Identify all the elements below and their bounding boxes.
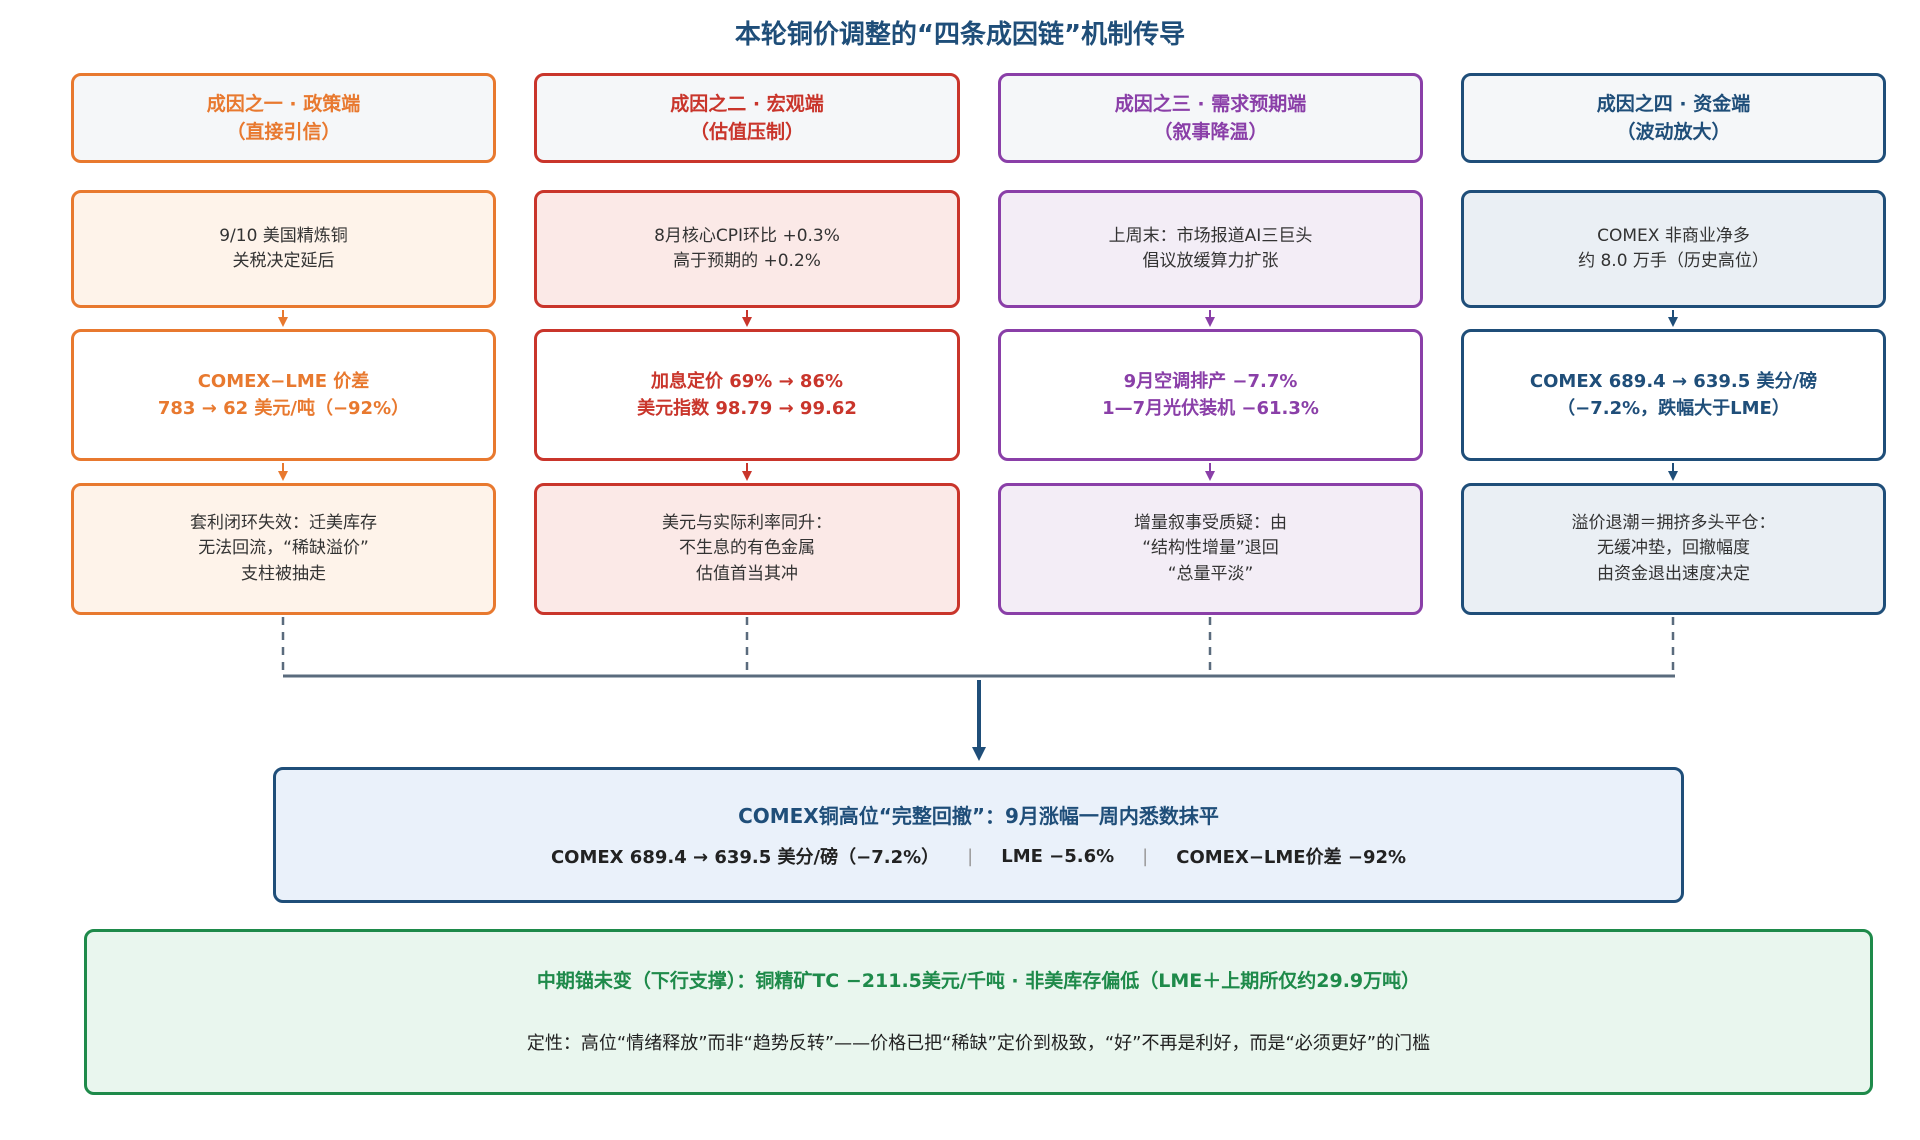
anchor-box: 中期锚未变（下行支撑）：铜精矿TC −211.5美元/千吨 · 非美库存偏低（L… xyxy=(84,929,1873,1095)
cause-event-policy: 9/10 美国精炼铜 关税决定延后 xyxy=(71,190,496,308)
cause-effect-demand-line2: “结构性增量”退回 xyxy=(1142,538,1279,559)
cause-effect-macro: 美元与实际利率同升： 不生息的有色金属 估值首当其冲 xyxy=(534,483,960,615)
cause-effect-macro-line3: 估值首当其冲 xyxy=(696,563,798,584)
cause-metric-funds: COMEX 689.4 → 639.5 美分/磅 （−7.2%，跌幅大于LME） xyxy=(1461,329,1886,461)
cause-event-policy-line2: 关税决定延后 xyxy=(232,251,335,271)
cause-header-policy-line2: （直接引信） xyxy=(226,121,341,143)
cause-effect-funds-line3: 由资金退出速度决定 xyxy=(1597,563,1750,584)
cause-event-macro: 8月核心CPI环比 +0.3% 高于预期的 +0.2% xyxy=(534,190,960,308)
cause-event-funds: COMEX 非商业净多 约 8.0 万手（历史高位） xyxy=(1461,190,1886,308)
cause-metric-funds-line1: COMEX 689.4 → 639.5 美分/磅 xyxy=(1529,371,1818,392)
diagram-title: 本轮铜价调整的“四条成因链”机制传导 xyxy=(734,20,1186,50)
cause-effect-macro-line1: 美元与实际利率同升： xyxy=(662,512,832,533)
cause-metric-demand-line1: 9月空调排产 −7.7% xyxy=(1123,371,1298,392)
cause-event-funds-line2: 约 8.0 万手（历史高位） xyxy=(1578,251,1769,271)
cause-metric-demand: 9月空调排产 −7.7% 1—7月光伏装机 −61.3% xyxy=(998,329,1423,461)
cause-event-demand: 上周末：市场报道AI三巨头 倡议放缓算力扩张 xyxy=(998,190,1423,308)
cause-metric-macro: 加息定价 69% → 86% 美元指数 98.79 → 99.62 xyxy=(534,329,960,461)
cause-effect-policy-line3: 支柱被抽走 xyxy=(241,563,326,584)
cause-effect-funds-line1: 溢价退潮＝拥挤多头平仓： xyxy=(1571,512,1776,533)
result-metric-lme: LME −5.6% xyxy=(1001,845,1115,867)
cause-effect-demand-line3: “总量平淡” xyxy=(1167,563,1254,584)
anchor-title: 中期锚未变（下行支撑）：铜精矿TC −211.5美元/千吨 · 非美库存偏低（L… xyxy=(536,970,1421,992)
anchor-note: 定性：高位“情绪释放”而非“趋势反转”——价格已把“稀缺”定价到极致，“好”不再… xyxy=(526,1033,1431,1054)
cause-header-demand-line1: 成因之三 · 需求预期端 xyxy=(1114,92,1307,115)
cause-effect-macro-line2: 不生息的有色金属 xyxy=(679,538,815,559)
cause-effect-demand: 增量叙事受质疑：由 “结构性增量”退回 “总量平淡” xyxy=(998,483,1423,615)
cause-metric-policy-line1: COMEX−LME 价差 xyxy=(197,371,370,392)
result-metrics: COMEX 689.4 → 639.5 美分/磅（−7.2%） | LME −5… xyxy=(276,843,1681,869)
metric-separator: | xyxy=(1142,845,1149,867)
cause-header-macro: 成因之二 · 宏观端 （估值压制） xyxy=(534,73,960,163)
cause-metric-funds-line2: （−7.2%，跌幅大于LME） xyxy=(1557,398,1790,419)
cause-metric-macro-line2: 美元指数 98.79 → 99.62 xyxy=(637,398,857,419)
metric-separator: | xyxy=(967,845,974,867)
cause-effect-funds: 溢价退潮＝拥挤多头平仓： 无缓冲垫，回撤幅度 由资金退出速度决定 xyxy=(1461,483,1886,615)
cause-header-policy: 成因之一 · 政策端 （直接引信） xyxy=(71,73,496,163)
cause-header-funds-line1: 成因之四 · 资金端 xyxy=(1596,92,1751,115)
cause-metric-policy: COMEX−LME 价差 783 → 62 美元/吨（−92%） xyxy=(71,329,496,461)
result-box: COMEX铜高位“完整回撤”：9月涨幅一周内悉数抹平 COMEX 689.4 →… xyxy=(273,767,1684,903)
result-metric-comex: COMEX 689.4 → 639.5 美分/磅（−7.2%） xyxy=(550,847,940,868)
cause-header-funds-line2: （波动放大） xyxy=(1616,121,1731,143)
cause-event-macro-line2: 高于预期的 +0.2% xyxy=(673,251,821,271)
cause-header-policy-line1: 成因之一 · 政策端 xyxy=(206,92,361,115)
cause-event-funds-line1: COMEX 非商业净多 xyxy=(1597,225,1750,246)
cause-effect-demand-line1: 增量叙事受质疑：由 xyxy=(1134,512,1287,533)
cause-event-policy-line1: 9/10 美国精炼铜 xyxy=(219,225,348,246)
cause-metric-macro-line1: 加息定价 69% → 86% xyxy=(650,371,844,392)
cause-header-demand: 成因之三 · 需求预期端 （叙事降温） xyxy=(998,73,1423,163)
cause-event-macro-line1: 8月核心CPI环比 +0.3% xyxy=(654,225,840,246)
cause-effect-policy-line1: 套利闭环失效：迁美库存 xyxy=(190,512,377,533)
result-metric-spread: COMEX−LME价差 −92% xyxy=(1176,847,1407,868)
cause-metric-demand-line2: 1—7月光伏装机 −61.3% xyxy=(1102,398,1319,419)
cause-event-demand-line2: 倡议放缓算力扩张 xyxy=(1142,251,1279,271)
cause-metric-policy-line2: 783 → 62 美元/吨（−92%） xyxy=(157,398,410,419)
result-title: COMEX铜高位“完整回撤”：9月涨幅一周内悉数抹平 xyxy=(738,804,1219,828)
cause-header-demand-line2: （叙事降温） xyxy=(1153,121,1268,143)
cause-effect-policy: 套利闭环失效：迁美库存 无法回流，“稀缺溢价” 支柱被抽走 xyxy=(71,483,496,615)
cause-header-macro-line2: （估值压制） xyxy=(689,121,804,143)
cause-header-macro-line1: 成因之二 · 宏观端 xyxy=(670,92,824,115)
cause-effect-policy-line2: 无法回流，“稀缺溢价” xyxy=(198,538,369,559)
cause-event-demand-line1: 上周末：市场报道AI三巨头 xyxy=(1108,225,1313,246)
cause-header-funds: 成因之四 · 资金端 （波动放大） xyxy=(1461,73,1886,163)
cause-effect-funds-line2: 无缓冲垫，回撤幅度 xyxy=(1597,538,1750,559)
